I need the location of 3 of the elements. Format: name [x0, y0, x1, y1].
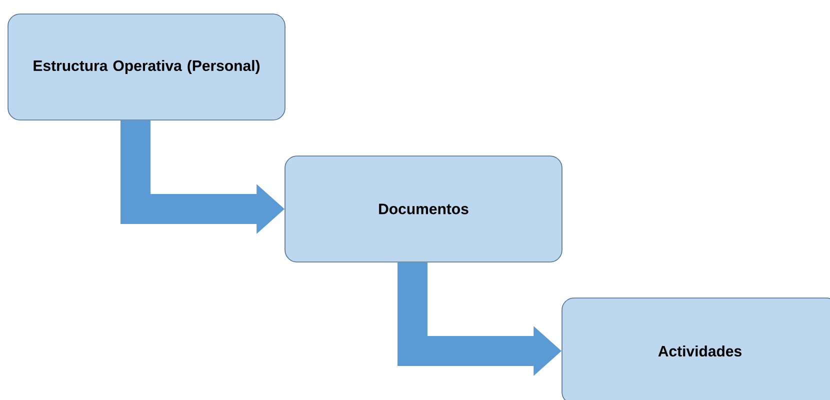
process-box: Documentos: [284, 156, 562, 262]
process-box: Actividades: [562, 298, 830, 400]
process-box: Estructura Operativa (Personal): [8, 14, 286, 120]
